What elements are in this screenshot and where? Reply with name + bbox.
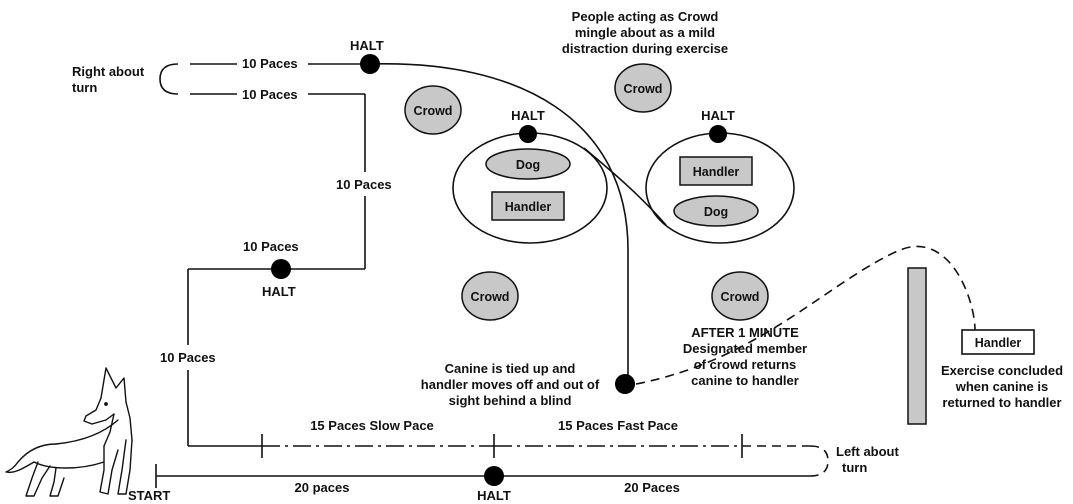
tied-up-line-1: Canine is tied up and	[445, 361, 576, 376]
twenty-paces-right-label: 20 Paces	[624, 480, 680, 495]
return-dashed-path	[635, 245, 976, 385]
concluded-line-2: when canine is	[955, 379, 1048, 394]
concluded-line-1: Exercise concluded	[941, 363, 1063, 378]
crowd-label-1: Crowd	[414, 104, 453, 118]
halt-bottom-label: HALT	[477, 488, 511, 503]
crowd-label-3: Crowd	[471, 290, 510, 304]
crowd-note-line-3: distraction during exercise	[562, 41, 728, 56]
top-lower-paces-label: 10 Paces	[242, 87, 298, 102]
after-minute-line-2: Designated member	[683, 341, 807, 356]
top-upper-paces-label: 10 Paces	[242, 56, 298, 71]
dog-label-left: Dog	[516, 158, 540, 172]
mid-paces-label: 10 Paces	[243, 239, 299, 254]
dog-ellipse-right	[673, 195, 759, 227]
handler-label-left: Handler	[505, 200, 552, 214]
halt-dot-top	[360, 54, 380, 74]
halt-mid-label: HALT	[262, 284, 296, 299]
vertical-paces-label: 10 Paces	[336, 177, 392, 192]
final-handler-box	[961, 329, 1035, 355]
halt-left-oval-label: HALT	[511, 108, 545, 123]
crowd-label-4: Crowd	[721, 290, 760, 304]
concluded-line-3: returned to handler	[942, 395, 1061, 410]
left-about-turn-path	[809, 445, 829, 477]
dog-illustration-icon	[5, 367, 133, 497]
handler-label-right: Handler	[693, 165, 740, 179]
crowd-circle-3	[461, 271, 519, 321]
right-about-turn-label-2: turn	[72, 80, 97, 95]
tied-up-line-3: sight behind a blind	[449, 393, 572, 408]
halt-dot-right-oval	[709, 125, 727, 143]
right-about-turn-label-1: Right about	[72, 64, 145, 79]
after-minute-line-1: AFTER 1 MINUTE	[691, 325, 799, 340]
left-about-turn-label-1: Left about	[836, 444, 899, 459]
crowd-circle-4	[711, 271, 769, 321]
left-vertical-paces-label: 10 Paces	[160, 350, 216, 365]
left-about-turn-label-2: turn	[842, 460, 867, 475]
right-about-turn-path	[159, 63, 179, 95]
halt-top-label: HALT	[350, 38, 384, 53]
halt-dot-tieup	[615, 374, 635, 394]
handler-box-left	[491, 191, 565, 221]
after-minute-line-4: canine to handler	[691, 373, 799, 388]
final-handler-label: Handler	[975, 336, 1022, 350]
start-label: START	[128, 488, 170, 503]
halt-right-oval-label: HALT	[701, 108, 735, 123]
crowd-circle-1	[404, 85, 462, 135]
halt-dot-mid	[271, 259, 291, 279]
crowd-note-line-2: mingle about as a mild	[575, 25, 715, 40]
tied-up-line-2: handler moves off and out of	[421, 377, 600, 392]
dog-ellipse-left	[485, 148, 571, 180]
handler-box-right	[679, 156, 753, 186]
after-minute-line-3: of crowd returns	[694, 357, 797, 372]
fast-pace-label: 15 Paces Fast Pace	[558, 418, 678, 433]
crowd-circle-2	[614, 63, 672, 113]
halt-dot-left-oval	[519, 125, 537, 143]
crowd-note-line-1: People acting as Crowd	[572, 9, 719, 24]
twenty-paces-left-label: 20 paces	[295, 480, 350, 495]
blind-rect	[907, 267, 927, 425]
crowd-label-2: Crowd	[624, 82, 663, 96]
halt-to-tieup-curve	[371, 63, 629, 382]
figure-eight-cross	[583, 147, 667, 226]
halt-dot-bottom	[484, 466, 504, 486]
dog-label-right: Dog	[704, 205, 728, 219]
slow-pace-label: 15 Paces Slow Pace	[310, 418, 434, 433]
